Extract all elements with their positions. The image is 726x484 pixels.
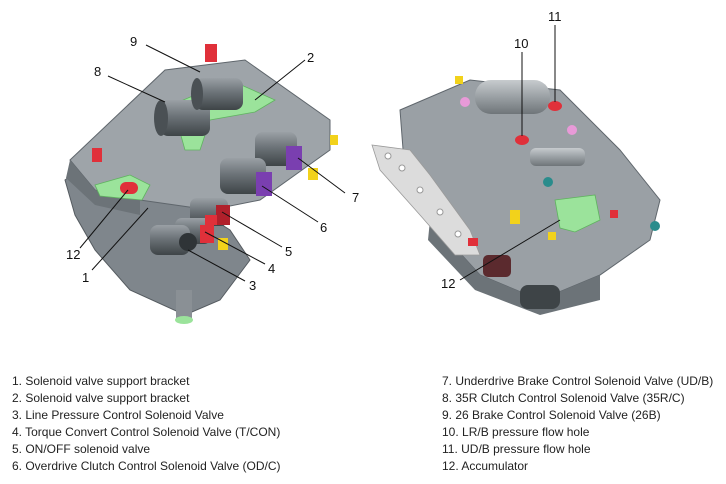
- legend-item: 5. ON/OFF solenoid valve: [12, 442, 151, 456]
- solenoid-3: [150, 225, 197, 255]
- callout-12-right: 12: [441, 276, 455, 291]
- yellow-tab: [510, 210, 520, 224]
- red-plug: [92, 148, 102, 162]
- bracket-12-right: [554, 194, 601, 233]
- callout-11: 11: [548, 9, 562, 24]
- yellow-tab: [330, 135, 338, 145]
- callout-1: 1: [82, 270, 89, 285]
- callout-5: 5: [285, 244, 292, 259]
- leader-lines: [79, 25, 561, 282]
- callout-7: 7: [352, 190, 359, 205]
- teal-plug: [543, 177, 553, 187]
- leader-5: [221, 211, 283, 248]
- red-plug: [205, 44, 217, 62]
- yellow-tab: [455, 76, 463, 84]
- valve-spool: [530, 148, 585, 166]
- leader-7: [297, 157, 346, 194]
- solenoid-7: [255, 132, 302, 170]
- callout-9: 9: [130, 34, 137, 49]
- leader-1: [91, 207, 149, 271]
- leader-2: [254, 59, 306, 101]
- legend-item: 10. LR/B pressure flow hole: [442, 425, 590, 439]
- red-plug: [610, 210, 618, 218]
- callout-6: 6: [320, 220, 327, 235]
- accumulator-top: [475, 80, 550, 114]
- plate-hole: [398, 164, 406, 172]
- pressure-flow-hole-10: [515, 135, 529, 145]
- right-valve-body-assembly: [371, 76, 661, 315]
- yellow-tab: [218, 238, 228, 250]
- pink-plug: [460, 97, 470, 107]
- leader-12-left: [79, 189, 129, 249]
- valve-body-post-seal: [175, 316, 193, 324]
- legend-item: 6. Overdrive Clutch Control Solenoid Val…: [12, 459, 281, 473]
- valve-body-front: [428, 220, 600, 315]
- legend-right-column: 7. Underdrive Brake Control Solenoid Val…: [442, 373, 713, 475]
- teal-plug: [650, 221, 660, 231]
- legend-item: 2. Solenoid valve support bracket: [12, 391, 190, 405]
- red-plug: [468, 238, 478, 246]
- solenoid-9: [191, 78, 243, 110]
- legend-item: 1. Solenoid valve support bracket: [12, 374, 190, 388]
- yellow-tab: [548, 232, 556, 240]
- legend-item: 7. Underdrive Brake Control Solenoid Val…: [442, 374, 714, 388]
- legend-item: 9. 26 Brake Control Solenoid Valve (26B): [442, 408, 661, 422]
- leader-9: [145, 44, 201, 73]
- red-plug: [120, 182, 138, 194]
- valve-body-post: [176, 290, 192, 320]
- pressure-flow-hole-11: [548, 101, 562, 111]
- leader-8: [107, 75, 166, 103]
- leader-12-right: [459, 219, 561, 281]
- callout-12-left: 12: [66, 247, 80, 262]
- valve-body-figure: 9 8 2 7 6 5 4 3 12 1 10 11 12: [64, 9, 661, 324]
- plate-hole: [454, 230, 462, 238]
- valve-body-side: [66, 160, 140, 215]
- legend-item: 11. UD/B pressure flow hole: [442, 442, 591, 456]
- callout-8: 8: [94, 64, 101, 79]
- side-plate: [371, 144, 481, 256]
- yellow-tab: [308, 168, 318, 180]
- red-plug: [205, 215, 217, 225]
- leader-6: [261, 185, 319, 223]
- legend-item: 8. 35R Clutch Control Solenoid Valve (35…: [442, 391, 685, 405]
- pink-plug: [567, 125, 577, 135]
- callout-labels: 9 8 2 7 6 5 4 3 12 1 10 11 12: [66, 9, 562, 293]
- callout-3: 3: [249, 278, 256, 293]
- solenoid-6: [220, 158, 272, 196]
- legend-item: 3. Line Pressure Control Solenoid Valve: [12, 408, 224, 422]
- legend-left-column: 1. Solenoid valve support bracket 2. Sol…: [12, 373, 281, 475]
- lower-solenoid: [483, 255, 560, 309]
- plate-hole: [436, 208, 444, 216]
- legend-item: 12. Accumulator: [442, 459, 529, 473]
- callout-4: 4: [268, 261, 275, 276]
- left-valve-body-assembly: [64, 44, 338, 324]
- leader-4: [204, 231, 266, 265]
- callout-10: 10: [514, 36, 528, 51]
- leader-3: [187, 249, 246, 282]
- legend-item: 4. Torque Convert Control Solenoid Valve…: [12, 425, 281, 439]
- plate-hole: [416, 186, 424, 194]
- callout-2: 2: [307, 50, 314, 65]
- plate-hole: [384, 152, 392, 160]
